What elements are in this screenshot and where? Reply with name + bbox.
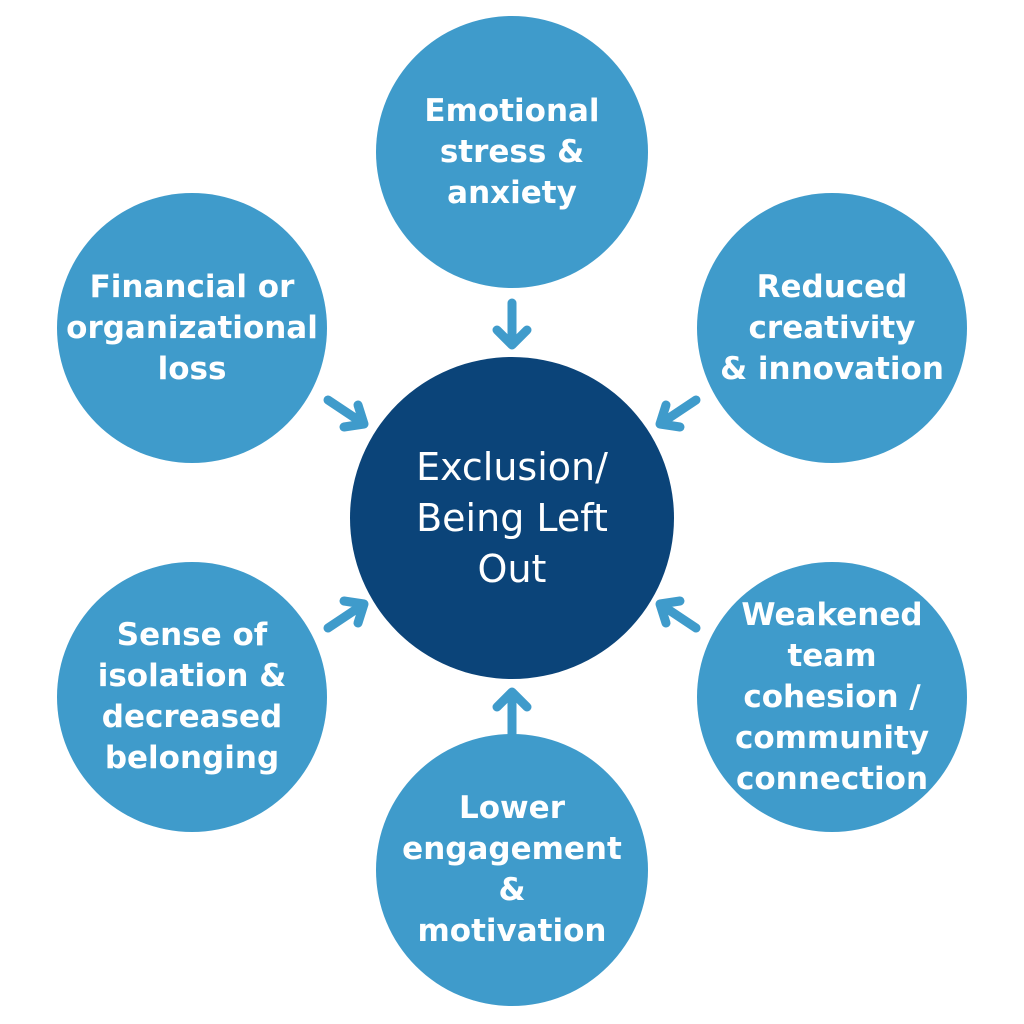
- node-line: anxiety: [447, 174, 577, 211]
- arrow-top-right: [655, 395, 701, 432]
- center-line: Exclusion/: [416, 444, 608, 489]
- node-line: Weakened: [741, 596, 923, 633]
- node-line: belonging: [104, 740, 280, 776]
- node-line: Emotional: [424, 92, 600, 129]
- node-lower-engagement: Lower engagement & motivation: [376, 734, 648, 1006]
- node-line: team: [787, 637, 877, 674]
- center-line: Being Left: [416, 495, 608, 540]
- node-line: Lower: [458, 790, 565, 826]
- node-line: loss: [157, 350, 227, 387]
- node-reduced-creativity: Reduced creativity & innovation: [697, 193, 967, 463]
- node-line: Reduced: [756, 268, 908, 305]
- center-node-exclusion: Exclusion/ Being Left Out: [350, 357, 674, 679]
- node-line: community: [734, 719, 930, 756]
- arrow-bottom-right: [655, 596, 701, 633]
- node-line: Financial or: [89, 268, 295, 305]
- node-line: cohesion /: [743, 678, 921, 715]
- node-line: connection: [735, 760, 929, 797]
- center-line: Out: [477, 546, 547, 591]
- arrow-bottom: [492, 687, 532, 739]
- node-line: stress &: [439, 133, 585, 170]
- arrow-bottom-left: [323, 596, 369, 633]
- node-line: &: [498, 872, 526, 908]
- node-weakened-cohesion: Weakened team cohesion / community conne…: [697, 562, 967, 832]
- node-line: decreased: [101, 699, 283, 735]
- arrow-top-left: [323, 395, 369, 432]
- node-emotional-stress: Emotional stress & anxiety: [376, 16, 648, 288]
- node-line: organizational: [66, 309, 318, 346]
- arrow-top: [492, 298, 532, 350]
- node-line: isolation &: [97, 658, 287, 694]
- node-line: motivation: [417, 913, 607, 949]
- node-line: creativity: [748, 309, 916, 346]
- node-line: engagement: [402, 831, 622, 867]
- node-line: Sense of: [116, 617, 268, 653]
- node-financial-loss: Financial or organizational loss: [57, 193, 327, 463]
- node-line: & innovation: [720, 350, 944, 387]
- node-sense-of-isolation: Sense of isolation & decreased belonging: [57, 562, 327, 832]
